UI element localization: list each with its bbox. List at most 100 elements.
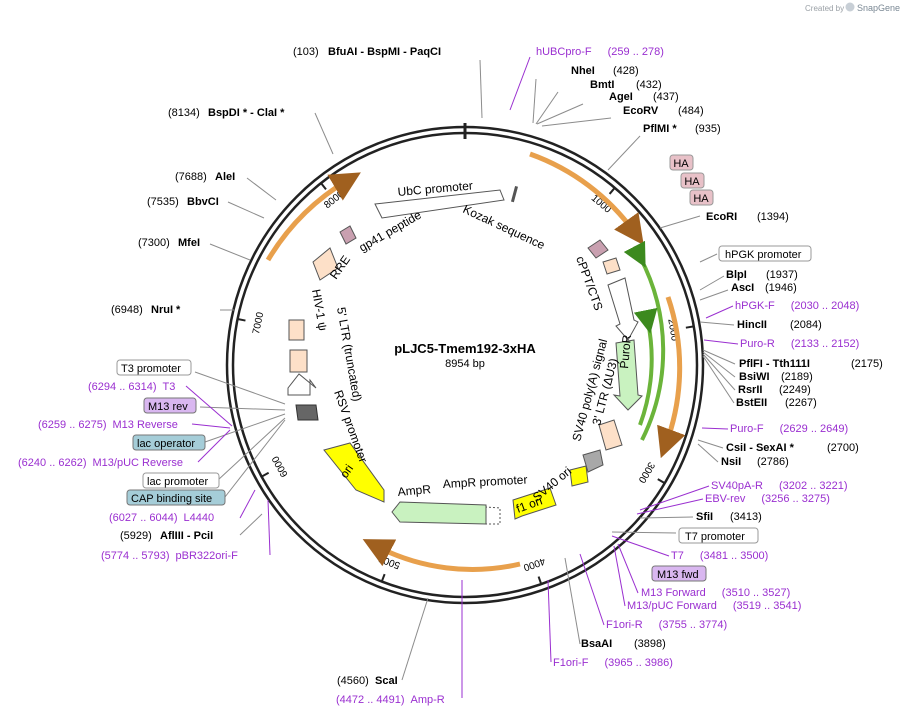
site-name-mfei: MfeI xyxy=(178,237,200,249)
primer-purof: Puro-F(2629 .. 2649) xyxy=(730,423,848,435)
leader-line xyxy=(607,135,641,171)
leader-line xyxy=(611,535,670,557)
primer-l4440: (6027 .. 6044)L4440 xyxy=(109,512,214,524)
orange-arc-4 xyxy=(265,172,361,262)
site-pos-mfei: (7300) xyxy=(138,237,170,249)
leader-line xyxy=(536,103,584,125)
m13rev-label: M13 rev xyxy=(148,401,188,413)
leader-line xyxy=(204,413,286,443)
primer-hpgk: hPGK-F(2030 .. 2048) xyxy=(735,300,859,312)
site-pos-alei: (7688) xyxy=(175,171,207,183)
site-name-ecori: EcoRI xyxy=(706,211,737,223)
site-name-bsiwi: BsiWI xyxy=(739,371,770,383)
primer-pbr322-name: pBR322ori-F xyxy=(176,550,239,562)
leader-line xyxy=(267,499,271,556)
site-name-csii: CsiI - SexAI * xyxy=(726,442,795,454)
kozak-shape xyxy=(510,186,519,203)
primer-f1orif-name: F1ori-F xyxy=(553,657,589,669)
ori-shape xyxy=(323,442,385,503)
leader-line xyxy=(564,557,581,645)
hpgk-arrow-shape xyxy=(607,277,639,341)
leader-line xyxy=(699,275,725,291)
primer-m13pucf-name: M13/pUC Forward xyxy=(627,600,717,612)
orange-arc-2 xyxy=(657,296,686,459)
leader-line xyxy=(239,513,263,536)
leader-line xyxy=(194,371,286,405)
site-pos-agei: (437) xyxy=(653,91,679,103)
ltr5-small-shape xyxy=(288,319,305,341)
cap-label: CAP binding site xyxy=(131,493,212,505)
tick-mark xyxy=(237,318,246,322)
primer-m13f-name: M13 Forward xyxy=(641,587,706,599)
feature-puror: PuroR xyxy=(617,334,634,369)
site-name-alei: AleI xyxy=(215,171,235,183)
boxed-labels: HA HA HA hPGK promoter T7 promoter M13 f… xyxy=(116,154,812,582)
lacop-label: lac operator xyxy=(137,438,195,450)
leader-line xyxy=(535,91,559,125)
leader-line xyxy=(702,351,736,378)
m13rev-box xyxy=(143,397,197,414)
cap-box xyxy=(126,489,226,506)
leader-line xyxy=(699,253,718,263)
site-pos-bsiwi: (2189) xyxy=(781,371,813,383)
leader-line xyxy=(702,349,736,365)
primer-l4440-name: L4440 xyxy=(184,512,215,524)
leader-line xyxy=(401,597,429,681)
primer-puror-range: (2133 .. 2152) xyxy=(791,338,860,350)
plasmid-name: pLJC5-Tmem192-3xHA xyxy=(394,341,536,356)
primer-ebv: EBV-rev(3256 .. 3275) xyxy=(705,493,830,505)
primer-m13pucr-name: M13/pUC Reverse xyxy=(93,457,183,469)
tick-mark xyxy=(320,182,327,190)
primer-t3-name: T3 xyxy=(163,381,176,393)
site-name-bsteii: BstEII xyxy=(736,397,767,409)
lacop-box xyxy=(132,434,206,451)
site-pos-csii: (2700) xyxy=(827,442,859,454)
leader-line xyxy=(199,406,286,411)
leader-line xyxy=(699,321,735,326)
site-pos-nhei: (428) xyxy=(613,65,639,77)
site-name-bmti: BmtI xyxy=(590,79,614,91)
primer-hubc-range: (259 .. 278) xyxy=(608,46,664,58)
watermark-brand: SnapGene xyxy=(857,3,900,13)
tick-marks xyxy=(237,123,694,585)
leader-line xyxy=(636,498,704,515)
site-pos-hincii: (2084) xyxy=(790,319,822,331)
primer-m13r-range: (6259 .. 6275) xyxy=(38,419,107,431)
leader-line xyxy=(191,423,231,429)
plasmid-size: 8954 bp xyxy=(445,358,485,370)
feature-ampr: AmpR xyxy=(397,482,432,499)
primer-f1orif: F1ori-F(3965 .. 3986) xyxy=(553,657,673,669)
leader-line xyxy=(227,201,265,219)
site-pos-asci: (1946) xyxy=(765,282,797,294)
rre-shape xyxy=(312,247,339,281)
lac-cluster-shape xyxy=(295,404,319,421)
primer-hubc-name: hUBCpro-F xyxy=(536,46,592,58)
primer-t7: T7(3481 .. 3500) xyxy=(671,550,768,562)
ha-box-1 xyxy=(669,154,694,171)
ubc-promoter-shape xyxy=(374,189,505,219)
gp41-shape xyxy=(339,225,357,245)
primer-m13f-range: (3510 .. 3527) xyxy=(722,587,791,599)
site-name-scai: ScaI xyxy=(375,675,398,687)
leader-line xyxy=(246,177,277,201)
cppt-shape xyxy=(602,257,621,275)
hpgk-label: hPGK promoter xyxy=(725,249,802,261)
leader-line xyxy=(617,543,639,594)
primer-sv40pa: SV40pA-R(3202 .. 3221) xyxy=(711,480,847,492)
ltr5-shape xyxy=(289,349,308,373)
primer-ampr: (4472 .. 4491)Amp-R xyxy=(336,694,445,706)
primer-hubc: hUBCpro-F (259 .. 278) xyxy=(536,46,664,58)
site-pos-afliii: (5929) xyxy=(120,530,152,542)
site-pos-rsrii: (2249) xyxy=(779,384,811,396)
leader-line xyxy=(224,419,286,498)
primer-purof-range: (2629 .. 2649) xyxy=(780,423,849,435)
site-name-nsii: NsiI xyxy=(721,456,741,468)
feature-cppt: cPPT/CTS xyxy=(573,254,606,312)
site-pos-bsaai: (3898) xyxy=(634,638,666,650)
site-name-nhei: NheI xyxy=(571,65,595,77)
leader-line xyxy=(705,305,734,319)
site-name-asci: AscI xyxy=(731,282,754,294)
leader-line xyxy=(697,439,724,449)
ampr-shape xyxy=(391,501,487,525)
